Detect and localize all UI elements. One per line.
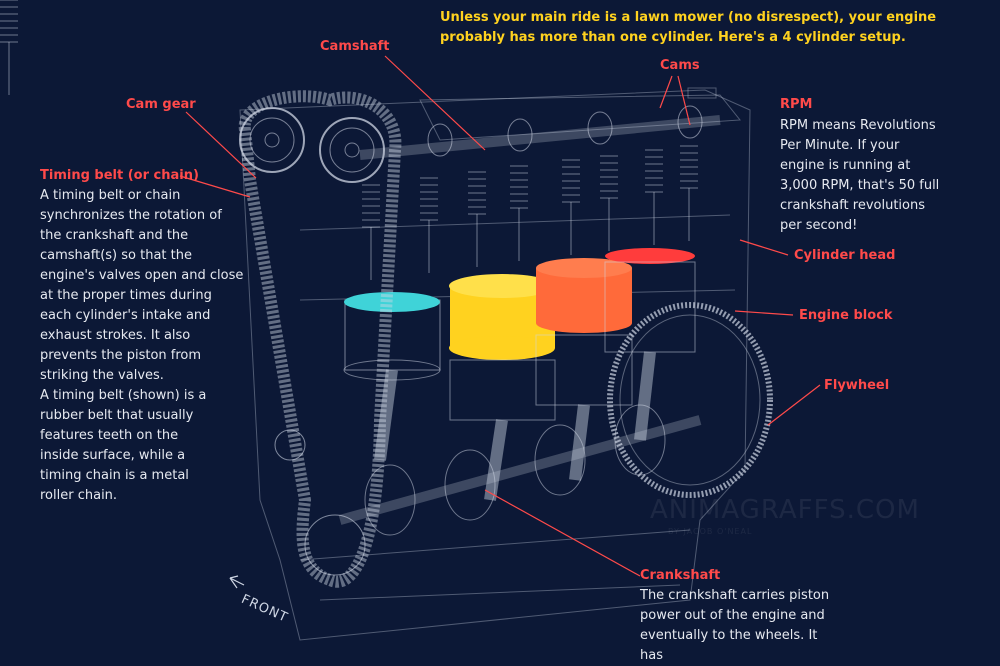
cams-leader-1 [659,75,673,109]
camshaft-leader [384,55,486,151]
camshaft-outline [359,105,721,160]
flywheel-label: Flywheel [824,378,890,393]
crankshaft-label: Crankshaft [640,568,721,583]
cam-gear-leader [185,111,257,179]
cams-label: Cams [660,58,700,73]
watermark: ANIMAGRAFFS.COM [650,495,920,525]
cam-gear-label: Cam gear [126,97,196,112]
cams-leader-2 [677,75,691,126]
rpm-label: RPM [780,97,813,112]
cylinder-1-highlight [344,292,440,312]
piston-4 [604,248,696,441]
timing-belt-outline [238,90,402,588]
timing-belt-description: A timing belt or chain synchronizes the … [40,188,244,383]
engine-diagram [0,0,821,641]
valve-springs [0,0,699,281]
watermark-subtitle: BY JACOB O'NEAL [668,527,753,536]
cylinder-head-leader [739,239,789,256]
engine-block-label: Engine block [799,308,893,323]
intro-text: Unless your main ride is a lawn mower (n… [440,10,937,45]
engine-block-leader [734,310,794,316]
timing-belt-label: Timing belt (or chain) [40,168,199,183]
flywheel-outline [607,302,773,498]
front-arrow-icon [229,575,245,589]
timing-belt-description-2: A timing belt (shown) is a rubber belt t… [40,388,207,503]
engine-block-outline [239,87,751,641]
flywheel-leader [767,384,821,426]
leader-lines [179,55,821,577]
timing-belt-leader [179,175,251,198]
crankshaft-description: The crankshaft carries piston power out … [640,588,830,663]
piston-1 [343,292,441,461]
camshaft-label: Camshaft [320,39,390,54]
pistons [343,248,696,501]
cylinder-4-highlight [605,248,695,264]
crankshaft-leader [484,489,641,577]
piston-3 [535,258,633,481]
cylinder-head-label: Cylinder head [794,248,896,263]
rpm-description: RPM means Revolutions Per Minute. If you… [780,118,940,233]
